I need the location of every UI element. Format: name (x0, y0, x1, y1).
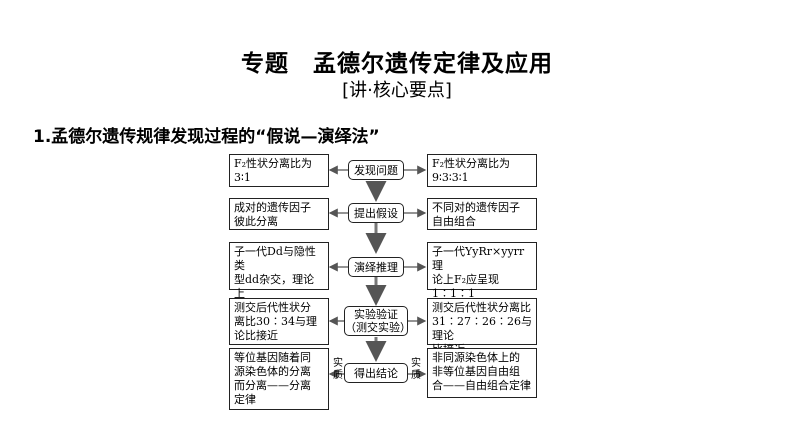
step-propose-hypothesis: 提出假设 (348, 203, 404, 223)
step-draw-conclusion: 得出结论 (344, 363, 408, 383)
page-title: 专题 孟德尔遗传定律及应用 (241, 51, 553, 77)
right-box-deduction: 子一代YyRr×yyrr理 论上F₂应呈现1∶1∶1 ∶1四种表现型 (427, 242, 537, 314)
left-box-problem: F₂性状分离比为 3∶1 (229, 154, 329, 187)
step-experimental-verification: 实验验证 （测交实验） (344, 306, 411, 336)
right-box-conclusion: 非同源染色体上的 非等位基因自由组 合——自由组合定律 (427, 348, 537, 398)
section-heading: 1.孟德尔遗传规律发现过程的“假说—演绎法” (33, 127, 380, 147)
left-box-verification: 测交后代性状分 离比30∶34与理 论比接近 (229, 298, 329, 345)
essence-label-left: 实 质 (333, 358, 343, 381)
left-box-hypothesis: 成对的遗传因子 彼此分离 (229, 198, 329, 230)
left-box-deduction: 子一代Dd与隐性类 型dd杂交，理论上 F₂应呈现Dd∶dd=1∶1 (229, 242, 329, 328)
right-box-problem: F₂性状分离比为 9∶3∶3∶1 (427, 154, 537, 187)
step-find-problem: 发现问题 (348, 160, 404, 180)
step-deductive-reasoning: 演绎推理 (348, 257, 404, 277)
right-box-hypothesis: 不同对的遗传因子 自由组合 (427, 198, 537, 230)
essence-label-right: 实 质 (411, 358, 421, 381)
right-box-verification: 测交后代性状分离比 31∶27∶26∶26与理论 比接近 (427, 298, 537, 356)
left-box-conclusion: 等位基因随着同 源染色体的分离 而分离——分离 定律 (229, 348, 329, 410)
page-subtitle: [讲·核心要点] (342, 80, 452, 101)
